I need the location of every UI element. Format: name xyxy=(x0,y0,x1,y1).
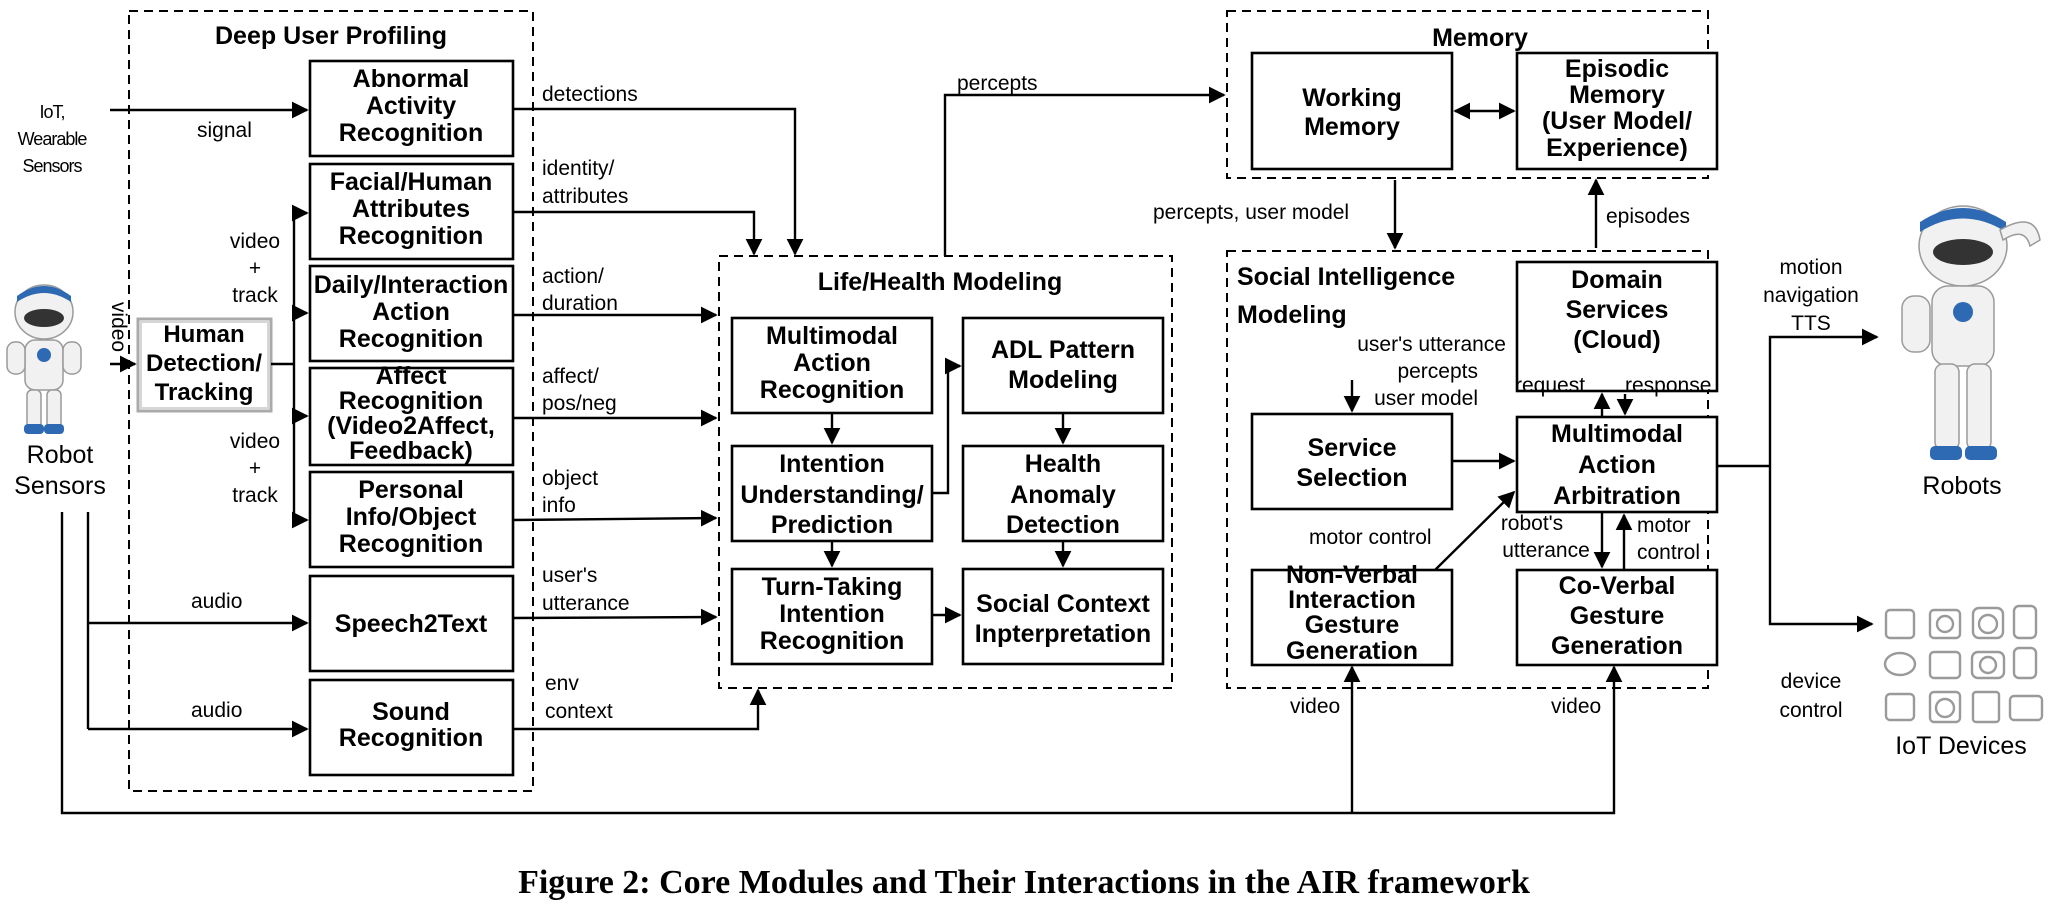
audio-label-1: audio xyxy=(191,590,242,613)
life-health-internal-connectors xyxy=(823,357,1072,624)
percepts-label: percepts xyxy=(957,72,1038,95)
profiling-output-connectors xyxy=(512,107,804,731)
video-track-bottom-label: video+track xyxy=(230,430,280,507)
memory-title: Memory xyxy=(1432,24,1528,52)
deep-user-profiling-group xyxy=(128,10,534,792)
signal-label: signal xyxy=(197,119,252,142)
social-intelligence-group xyxy=(1226,250,1709,689)
memory-group xyxy=(1226,10,1709,179)
audio-label-2: audio xyxy=(191,699,242,722)
iot-devices-icon xyxy=(1883,604,2044,724)
social-intelligence-title: Social Intelligence Modeling xyxy=(1237,263,1462,329)
life-health-modeling-title: Life/Health Modeling xyxy=(818,268,1062,296)
action-duration-label: action/duration xyxy=(542,265,618,315)
affect-posneg-label: affect/pos/neg xyxy=(542,365,617,415)
memory-social-connectors xyxy=(943,86,1879,633)
iot-devices-label: IoT Devices xyxy=(1895,732,2027,760)
robot-sensors-robot-icon xyxy=(6,284,82,434)
response-label: response xyxy=(1625,374,1711,397)
identity-attributes-label: identity/attributes xyxy=(542,157,628,208)
video-coverbal-label: video xyxy=(1551,695,1601,718)
deep-user-profiling-title: Deep User Profiling xyxy=(215,22,447,50)
request-label: request xyxy=(1515,374,1585,397)
robots-icon xyxy=(1901,205,2041,460)
percepts-user-model-label: percepts, user model xyxy=(1153,201,1349,224)
motor-control-left-label: motor control xyxy=(1309,526,1432,549)
video-nonverbal-label: video xyxy=(1290,695,1340,718)
speech2text-box: Speech2Text xyxy=(308,574,515,673)
svg-text:Speech2Text: Speech2Text xyxy=(335,610,488,638)
episodes-label: episodes xyxy=(1606,205,1690,228)
input-connectors xyxy=(60,101,1623,815)
video-side-label: video xyxy=(107,302,130,352)
figure-caption: Figure 2: Core Modules and Their Interac… xyxy=(518,864,1530,901)
robots-label: Robots xyxy=(1922,472,2001,500)
video-track-top-label: video+track xyxy=(230,230,280,307)
detections-label: detections xyxy=(542,83,638,106)
